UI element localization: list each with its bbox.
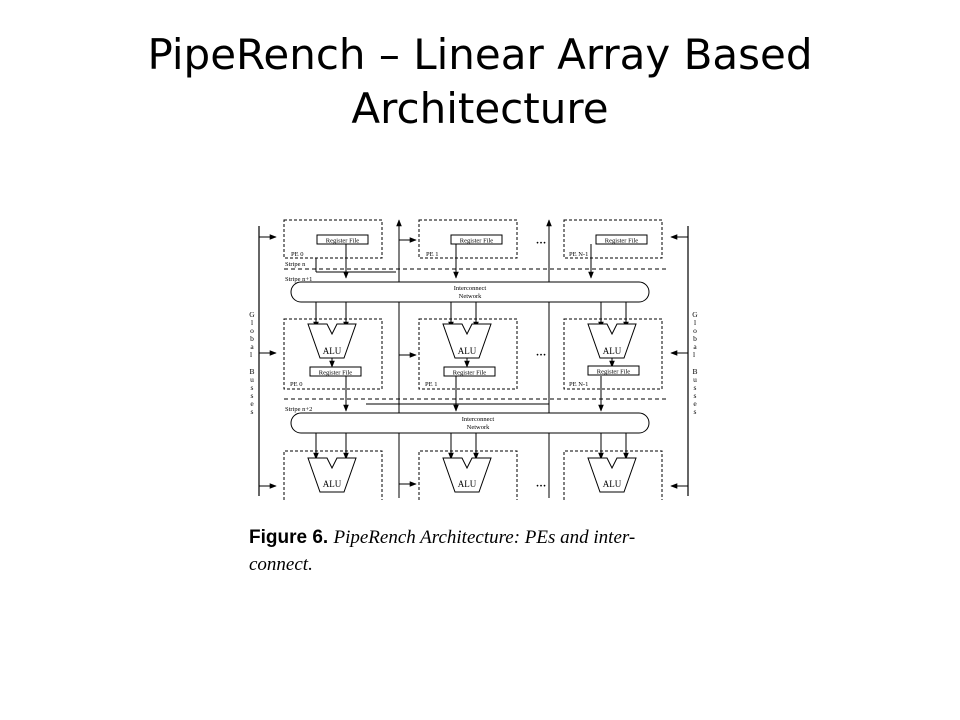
pe-box-row1-pen [563, 219, 663, 259]
pe-box-row1-pe0 [283, 219, 383, 259]
alu-shape-row2-pe0 [307, 323, 357, 359]
pe-label-row1-pen: PE N-1 [569, 251, 588, 258]
alu-shape-row2-pe1 [442, 323, 492, 359]
register-file-row1-pe0 [316, 234, 369, 245]
alu-shape-row3-pe0 [307, 457, 357, 493]
register-file-row1-pe1 [450, 234, 503, 245]
register-file-label-row2-pe1: Register File [453, 370, 487, 377]
ellipsis-row1: ••• [536, 240, 547, 247]
stripe-label-n: Stripe n [285, 261, 306, 268]
interconnect-network-2 [290, 412, 650, 434]
figure-caption-line-2: connect. [249, 554, 313, 575]
alu-label-row2-pe1: ALU [458, 346, 477, 356]
register-file-label-row2-pe0: Register File [319, 370, 353, 377]
pe-box-row2-pe1 [418, 318, 518, 390]
slide-title: PipeRench – Linear Array Based Architect… [60, 28, 900, 136]
alu-label-row3-pen: ALU [603, 479, 622, 489]
alu-shape-row2-pen [587, 323, 637, 359]
interconnect-network-1 [290, 281, 650, 303]
interconnect-label-2-line1: Interconnect [462, 416, 495, 423]
interconnect-label-2-line2: Network [467, 424, 490, 431]
pe-label-row2-pe0: PE 0 [290, 381, 302, 388]
pe-box-row3-pe1 [418, 450, 518, 500]
register-file-row2-pen [587, 365, 640, 376]
slide-title-line-1: PipeRench – Linear Array Based [147, 30, 813, 79]
register-file-row2-pe0 [309, 366, 362, 377]
register-file-label-row1-pen: Register File [605, 238, 639, 245]
interconnect-label-1-line2: Network [459, 293, 482, 300]
register-file-label-row1-pe1: Register File [460, 238, 494, 245]
pe-box-row1-pe1 [418, 219, 518, 259]
pe-box-row3-pen [563, 450, 663, 500]
slide-title-line-2: Architecture [351, 84, 609, 133]
register-file-label-row2-pen: Register File [597, 369, 631, 376]
figure-caption-line-1: PipeRench Architecture: PEs and inter- [333, 527, 636, 548]
register-file-row2-pe1 [443, 366, 496, 377]
alu-shape-row3-pe1 [442, 457, 492, 493]
alu-label-row2-pe0: ALU [323, 346, 342, 356]
stripe-label-n1: Stripe n+1 [285, 276, 312, 283]
register-file-label-row1-pe0: Register File [326, 238, 360, 245]
alu-label-row3-pe0: ALU [323, 479, 342, 489]
pe-label-row1-pe0: PE 0 [291, 251, 303, 258]
register-file-row1-pen [595, 234, 648, 245]
figure-caption: Figure 6. PipeRench Architecture: PEs an… [249, 524, 719, 578]
pe-box-row2-pen [563, 318, 663, 390]
alu-label-row3-pe1: ALU [458, 479, 477, 489]
alu-label-row2-pen: ALU [603, 346, 622, 356]
pe-box-row3-pe0 [283, 450, 383, 500]
stripe-label-n2: Stripe n+2 [285, 406, 312, 413]
pe-label-row2-pe1: PE 1 [425, 381, 437, 388]
pe-box-row2-pe0 [283, 318, 383, 390]
pe-label-row2-pen: PE N-1 [569, 381, 588, 388]
pe-label-row1-pe1: PE 1 [426, 251, 438, 258]
figure-label: Figure 6. [249, 527, 329, 548]
ellipsis-row2: ••• [536, 352, 547, 359]
alu-shape-row3-pen [587, 457, 637, 493]
interconnect-label-1-line1: Interconnect [454, 285, 487, 292]
ellipsis-row3: ••• [536, 483, 547, 490]
